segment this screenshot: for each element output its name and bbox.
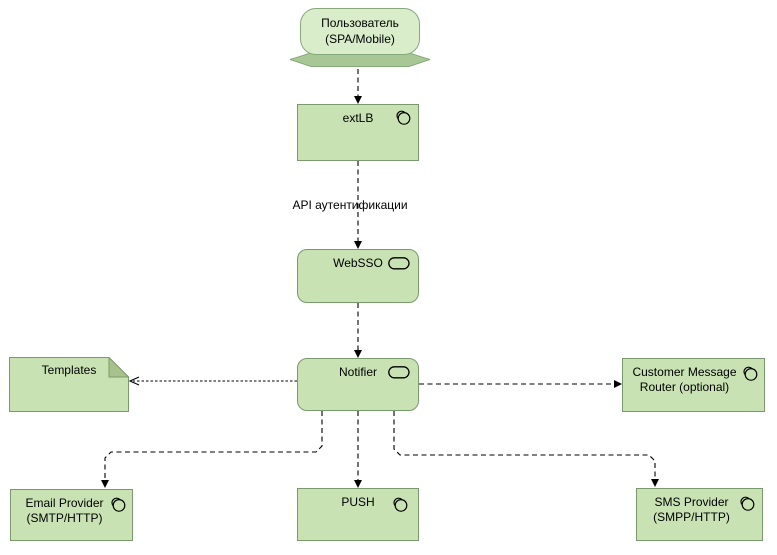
node-label: extLB xyxy=(342,111,374,125)
node-label: (SPA/Mobile) xyxy=(325,31,395,46)
node-sms-provider: SMS Provider (SMPP/HTTP) xyxy=(636,488,763,541)
node-label: Email Provider xyxy=(25,496,104,510)
node-user: Пользователь (SPA/Mobile) xyxy=(300,8,420,55)
arrowhead xyxy=(354,480,362,488)
arrowhead xyxy=(354,96,362,104)
node-notifier: Notifier xyxy=(297,358,419,411)
node-templates: Templates xyxy=(9,357,129,412)
connector-label-api: API аутентификации xyxy=(285,198,415,213)
node-customer-message-router: Customer Message Router (optional) xyxy=(622,358,765,412)
service-pill-icon xyxy=(388,366,410,379)
arrowhead xyxy=(614,380,622,388)
node-extlb: extLB xyxy=(297,104,419,161)
node-email-provider: Email Provider (SMTP/HTTP) xyxy=(10,489,133,541)
connector-notifier-sms xyxy=(393,411,656,480)
node-label: Router (optional) xyxy=(639,380,730,394)
node-label: (SMPP/HTTP) xyxy=(653,510,730,524)
collaboration-circles-icon xyxy=(743,366,758,381)
collaboration-circles-icon xyxy=(740,496,755,511)
node-websso: WebSSO xyxy=(297,249,419,303)
node-label: Customer Message xyxy=(632,365,737,379)
node-label: SMS Provider xyxy=(654,495,729,509)
node-push: PUSH xyxy=(297,488,419,541)
arrowhead xyxy=(101,480,109,488)
collaboration-circles-icon xyxy=(393,497,408,512)
node-label: (SMTP/HTTP) xyxy=(26,511,103,525)
node-label: Notifier xyxy=(338,365,377,379)
connector-notifier-email xyxy=(104,411,323,481)
node-label: Templates xyxy=(41,363,97,377)
collaboration-circles-icon xyxy=(396,110,411,125)
node-label: PUSH xyxy=(341,495,375,509)
note-shape xyxy=(9,357,129,412)
node-label: Пользователь xyxy=(321,16,399,30)
node-label: WebSSO xyxy=(333,256,383,270)
collaboration-circles-icon xyxy=(111,497,126,512)
service-pill-icon xyxy=(388,257,410,270)
arrowhead xyxy=(354,241,362,249)
arrowhead xyxy=(651,479,659,487)
arrowhead xyxy=(354,350,362,358)
open-arrowhead xyxy=(128,376,140,386)
